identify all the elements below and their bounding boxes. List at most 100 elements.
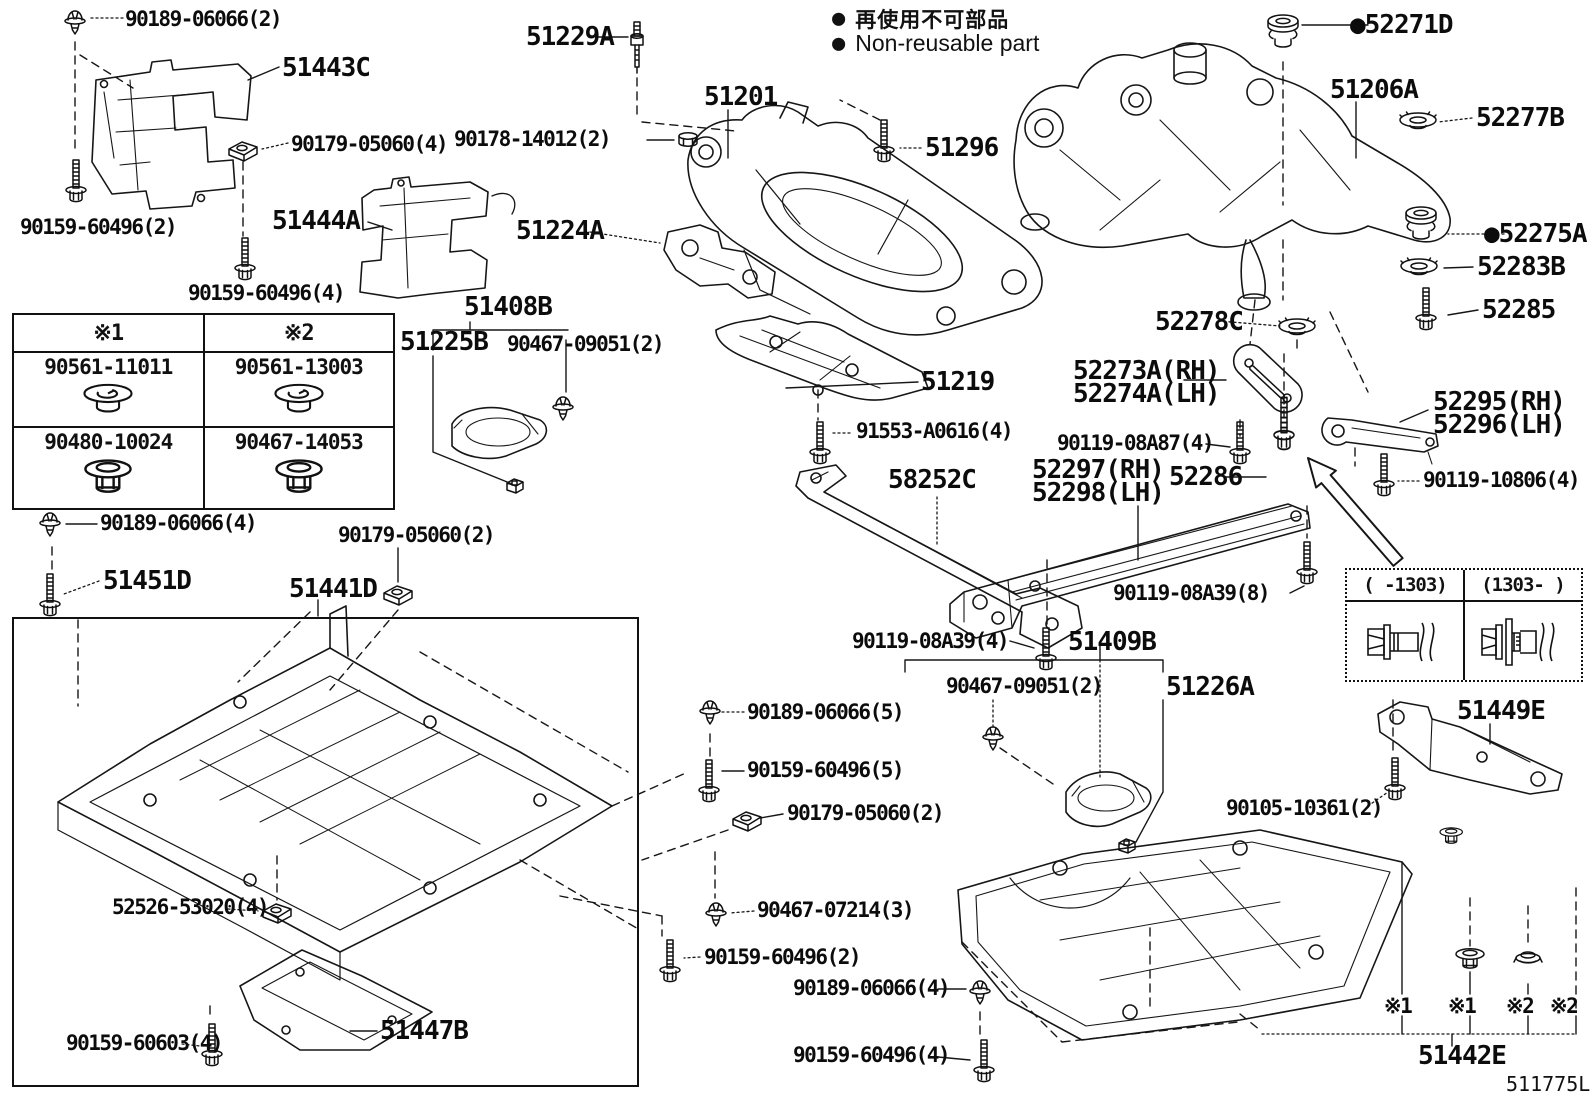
- part-label: 52278C: [1155, 307, 1244, 337]
- part-label: 51226A: [1166, 672, 1255, 702]
- part-label: ●52275A: [1484, 219, 1588, 249]
- part-label: ※1: [1448, 994, 1477, 1018]
- part-51442E-drawing: [957, 829, 1413, 1041]
- part-label: 51225B: [400, 327, 489, 357]
- part-label: 52283B: [1477, 252, 1566, 282]
- part-label: 51444A: [272, 206, 361, 236]
- part-label: 90159-60496(2): [20, 215, 178, 239]
- part-label: 52296(LH): [1433, 410, 1566, 440]
- part-label: 90159-60496(4): [793, 1043, 951, 1067]
- part-label: ※2: [1506, 994, 1535, 1018]
- part-51225B-drawing: [451, 406, 548, 460]
- part-label: 51408B: [464, 292, 553, 322]
- part-label: 90467-09051(2): [946, 674, 1104, 698]
- variant-col2-header: ※2: [202, 313, 395, 353]
- part-label: 90159-60496(2): [704, 945, 862, 969]
- part-label: 90189-06066(4): [100, 511, 258, 535]
- part-label: 52285: [1482, 295, 1556, 325]
- part-label: 58252C: [888, 465, 977, 495]
- assembly-dashes: [51, 41, 1577, 1043]
- part-label: 51219: [921, 367, 995, 397]
- variant-cell: 90480-10024: [12, 426, 205, 510]
- part-label: 90119-08A39(4): [852, 629, 1010, 653]
- part-label: 52526-53020(4): [112, 895, 270, 919]
- part-label: 52273A(RH): [1073, 356, 1221, 386]
- part-label: 51443C: [282, 53, 371, 83]
- variant-col1-header: ※1: [12, 313, 205, 353]
- part-label: 51296: [925, 133, 999, 163]
- part-number: 90467-14053: [234, 430, 364, 455]
- part-label: 90189-06066(5): [747, 700, 905, 724]
- part-label: 90179-05060(2): [787, 801, 945, 825]
- bullet-icon: ●: [832, 30, 846, 56]
- part-label: 51229A: [526, 22, 615, 52]
- legend: ● 再使用不可部品 ● Non-reusable part: [832, 6, 1039, 56]
- part-51409B-drawing: [1065, 771, 1152, 828]
- bolt-icon: [1367, 622, 1435, 662]
- part-label: 90467-09051(2): [507, 332, 665, 356]
- part-label: 90119-08A39(8): [1113, 581, 1271, 605]
- part-label: 51447B: [380, 1016, 469, 1046]
- part-label: 52286: [1169, 462, 1243, 492]
- part-52295-drawing: [1321, 417, 1439, 465]
- part-51206A-drawing: [1013, 42, 1451, 311]
- part-51449E-drawing: [1377, 701, 1563, 795]
- part-number: 90561-13003: [234, 355, 364, 379]
- part-label: 51224A: [516, 216, 605, 246]
- variant-table: ※1 ※2 90561-11011 90561-13003 90480-1002…: [12, 313, 395, 510]
- part-label: 51449E: [1457, 696, 1546, 726]
- part-number: 90480-10024: [44, 430, 173, 455]
- part-label: 90178-14012(2): [454, 127, 612, 151]
- part-58252C-drawing: [795, 464, 1083, 649]
- date-range-inset: ( -1303) (1303- ): [1345, 568, 1583, 682]
- inset-bolt-early: [1347, 602, 1465, 680]
- diagram-code: 511775L: [1506, 1072, 1591, 1096]
- variant-cell: 90561-11011: [12, 350, 205, 429]
- part-label: 91553-A0616(4): [856, 419, 1014, 443]
- part-51201-drawing: [687, 101, 1043, 336]
- part-label: 90159-60603(4): [66, 1031, 224, 1055]
- part-label: 51206A: [1330, 75, 1419, 105]
- part-label: 90189-06066(4): [793, 976, 951, 1000]
- part-label: 90119-08A87(4): [1057, 431, 1215, 455]
- part-label: 52274A(LH): [1073, 379, 1221, 409]
- bullet-icon: ●: [832, 5, 846, 31]
- front-cover-section-box: [12, 617, 639, 1087]
- part-51447B-drawing: [239, 949, 433, 1051]
- part-51224A-drawing: [663, 224, 776, 299]
- part-51444A-drawing: [359, 176, 516, 299]
- bolt-washer-icon: [1481, 618, 1555, 666]
- inset-header-after: (1303- ): [1481, 574, 1566, 596]
- part-label: 51442E: [1418, 1041, 1507, 1071]
- part-label: 90189-06066(2): [125, 7, 283, 31]
- part-label: ●52271D: [1350, 10, 1454, 40]
- part-label: 90105-10361(2): [1226, 796, 1384, 820]
- variant-cell: 90561-13003: [202, 350, 395, 429]
- legend-en-text: Non-reusable part: [855, 30, 1040, 56]
- part-label: 52297(RH): [1032, 455, 1165, 485]
- part-label: 51451D: [103, 566, 192, 596]
- part-label: 90119-10806(4): [1423, 468, 1581, 492]
- dotted-leaders: [63, 17, 1577, 1047]
- part-label: 90467-07214(3): [757, 898, 915, 922]
- part-label: 90179-05060(4): [291, 132, 449, 156]
- part-label: ※2: [1550, 994, 1579, 1018]
- part-51219-drawing: [715, 315, 929, 401]
- part-label: 52298(LH): [1032, 478, 1165, 508]
- part-52297-drawing: [949, 503, 1311, 639]
- part-label: 52277B: [1476, 103, 1565, 133]
- part-label: 51201: [704, 82, 778, 112]
- part-label: 90159-60496(5): [747, 758, 905, 782]
- part-51443C-drawing: [91, 59, 252, 210]
- inset-bolt-late: [1465, 602, 1581, 680]
- part-label: ※1: [1384, 994, 1413, 1018]
- variant-cell: 90467-14053: [202, 426, 395, 510]
- part-label: 51441D: [289, 574, 378, 604]
- legend-jp-text: 再使用不可部品: [855, 7, 1010, 32]
- part-label: 90159-60496(4): [188, 281, 346, 305]
- inset-arrow: [1307, 457, 1404, 567]
- leader-lines: [65, 24, 1577, 1061]
